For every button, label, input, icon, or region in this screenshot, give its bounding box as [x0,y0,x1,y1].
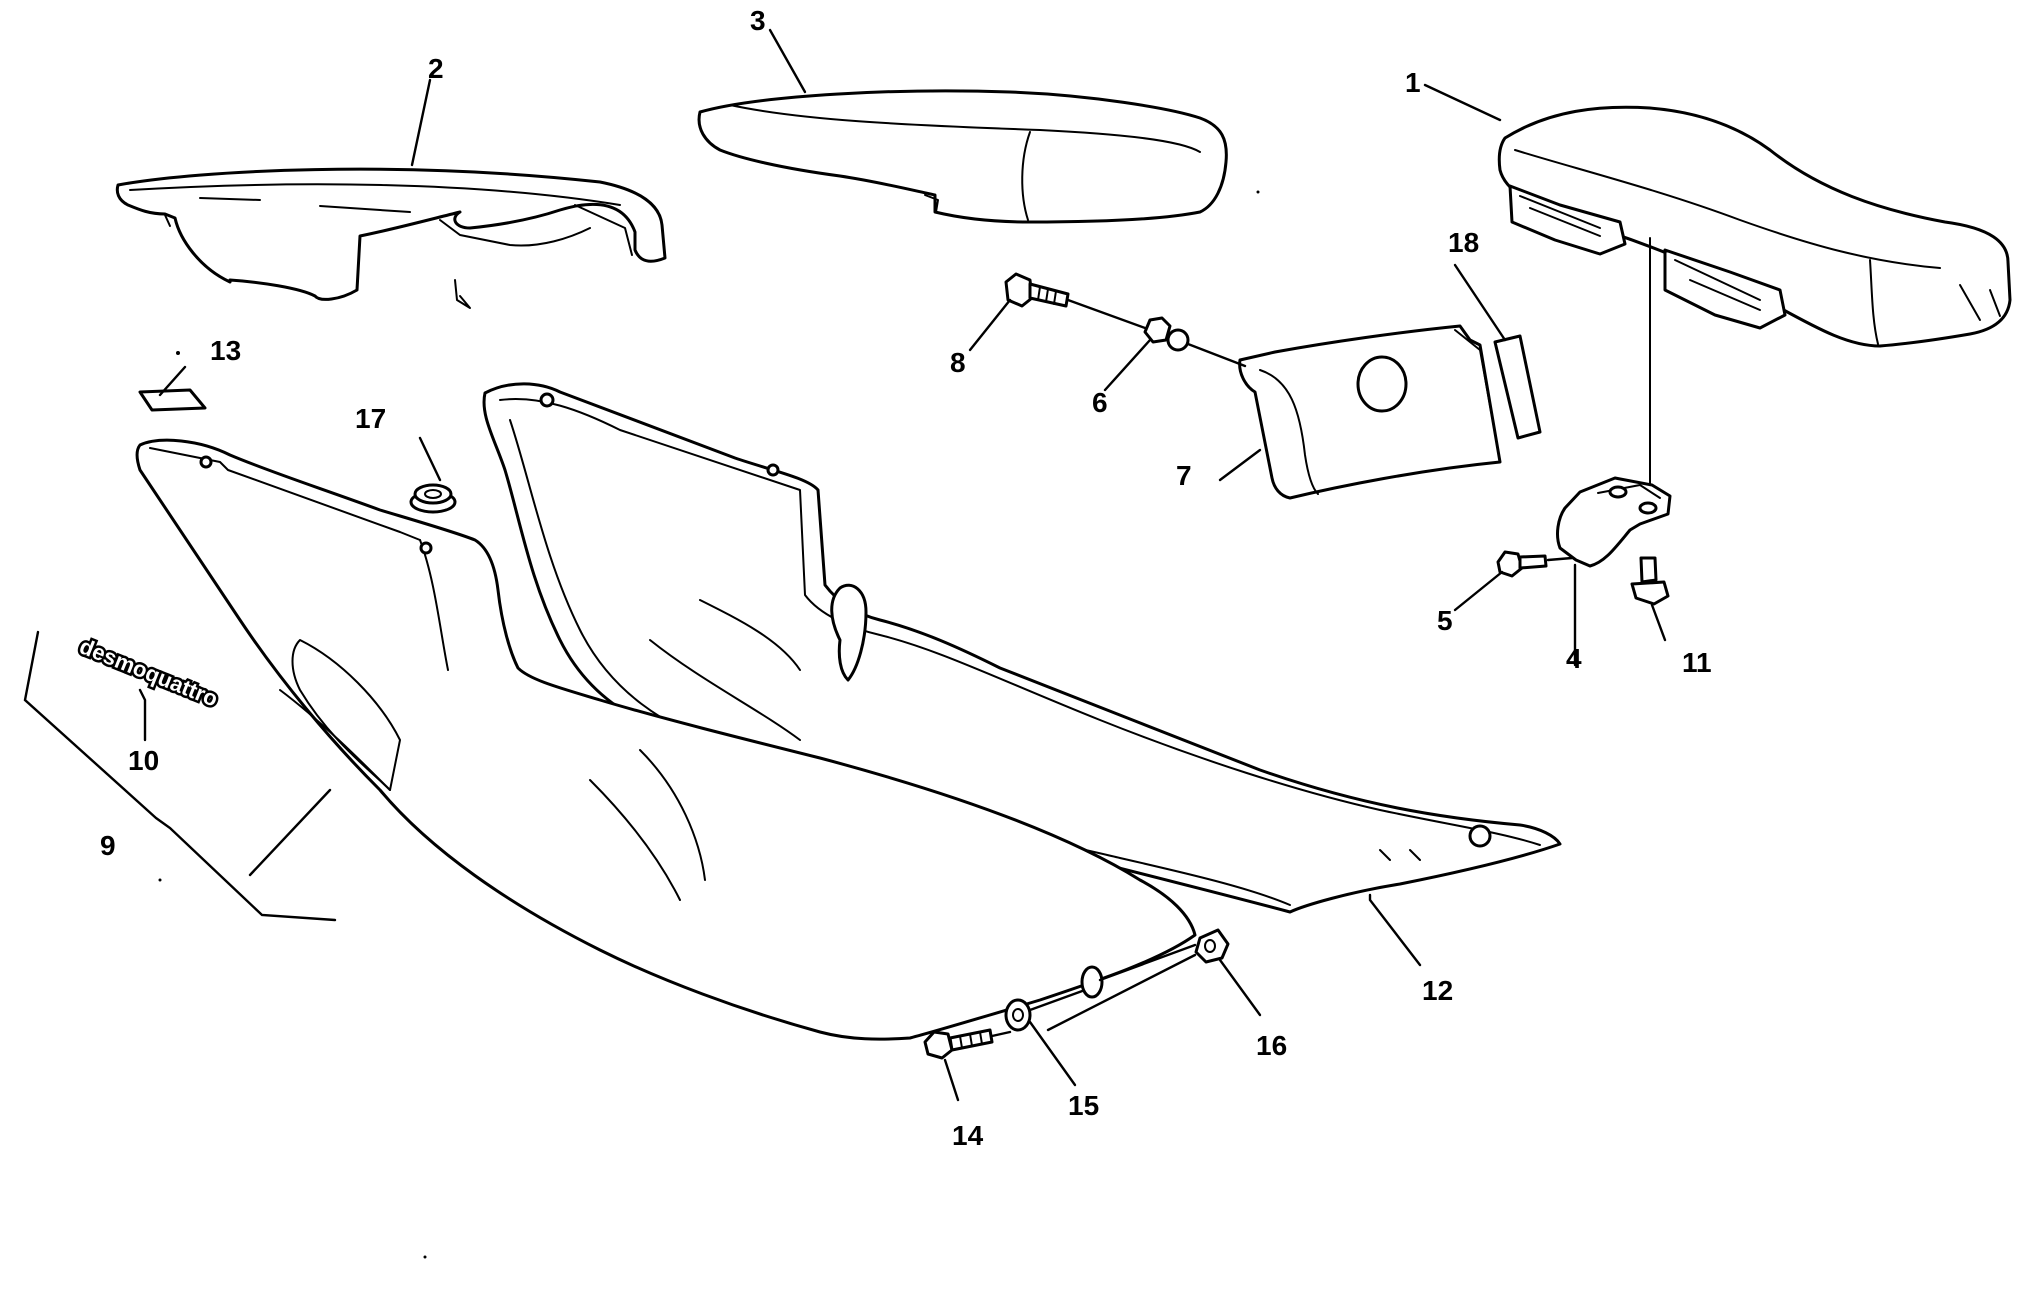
callout-3: 3 [750,5,766,36]
callout-4: 4 [1566,643,1582,674]
part-10-decal: desmoquattro [74,631,224,714]
part-18-strip [1493,334,1542,440]
part-5-screw [1496,550,1548,578]
callout-7: 7 [1176,460,1192,491]
callout-2: 2 [428,53,444,84]
part-1-rider-seat [1497,105,2012,511]
callout-16: 16 [1256,1030,1287,1061]
callout-12: 12 [1422,975,1453,1006]
callout-8: 8 [950,347,966,378]
part-16-bushing [1080,928,1230,999]
callout-6: 6 [1092,387,1108,418]
callout-15: 15 [1068,1090,1099,1121]
part-13-pad [138,388,207,412]
callout-5: 5 [1437,605,1453,636]
callout-14: 14 [952,1120,984,1151]
callout-17: 17 [355,403,386,434]
callout-labels: 1 2 3 4 5 6 7 8 9 10 11 12 13 14 15 16 1… [100,5,1712,1151]
part-15-washer [1004,998,1032,1032]
callout-10: 10 [128,745,159,776]
part-3-seat-cover [697,89,1228,224]
leader-lines [138,28,1667,1102]
part-2-seat-cowl [115,167,667,309]
part-8-bolt [1004,272,1070,308]
part-4-bracket [1556,476,1672,568]
callout-9: 9 [100,830,116,861]
callout-1: 1 [1405,67,1421,98]
part-9-bracket [23,630,337,922]
part-6-nut [1143,316,1190,352]
callout-18: 18 [1448,227,1479,258]
decal-text: desmoquattro [76,633,221,711]
callout-13: 13 [210,335,241,366]
callout-11: 11 [1682,647,1712,678]
part-17-grommet [409,483,457,514]
part-9-outer-panel [135,438,1197,1041]
part-11-screw [1630,556,1670,606]
part-14-screw [923,1028,994,1060]
part-7-panel [1238,324,1502,500]
part-12-inner-panel [482,382,1562,914]
